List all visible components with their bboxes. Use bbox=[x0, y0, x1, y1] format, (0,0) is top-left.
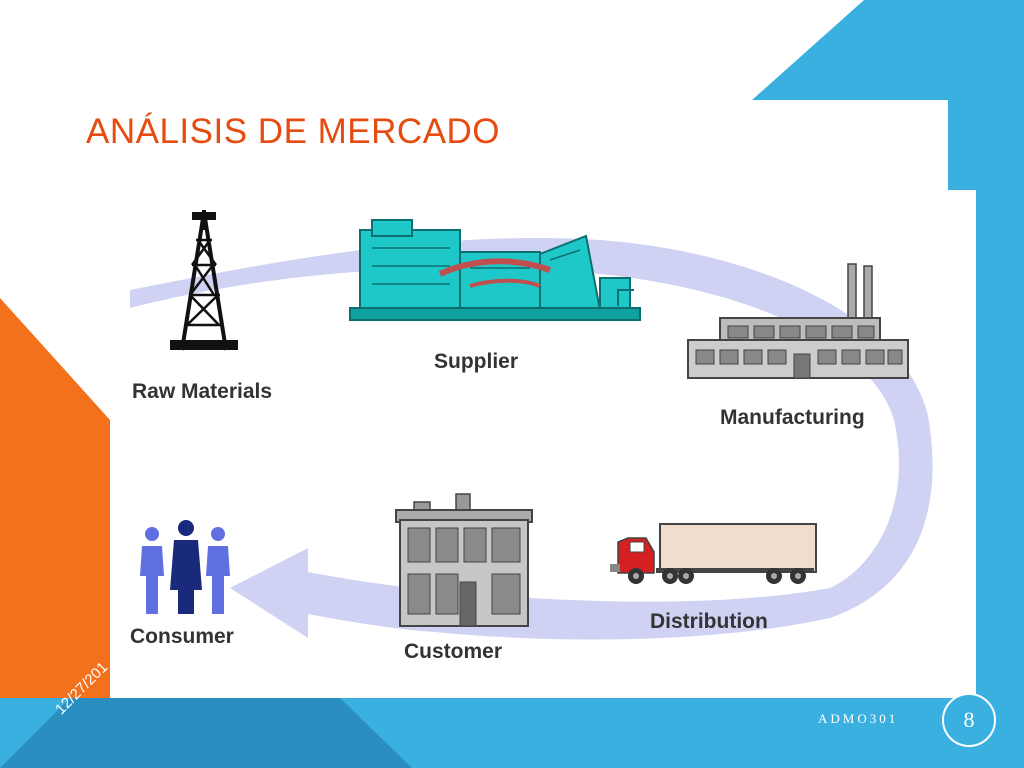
supplier-plant-icon bbox=[349, 219, 641, 321]
left-orange-shape bbox=[0, 298, 110, 700]
truck-icon bbox=[610, 523, 817, 584]
white-top-panel bbox=[0, 0, 752, 190]
stage-label-distribution: Distribution bbox=[650, 610, 768, 633]
supply-chain-svg: Raw Materials Supplier Manufacturing Dis… bbox=[130, 210, 933, 663]
white-top-panel-right bbox=[752, 100, 948, 190]
stage-label-raw-materials: Raw Materials bbox=[132, 380, 272, 403]
supply-chain-diagram: Raw Materials Supplier Manufacturing Dis… bbox=[110, 190, 976, 698]
stage-label-supplier: Supplier bbox=[434, 350, 518, 373]
people-icon bbox=[140, 520, 230, 614]
bottom-left-dark-shape bbox=[0, 698, 412, 768]
store-building-icon bbox=[395, 493, 533, 627]
page-number: 8 bbox=[942, 693, 996, 747]
oil-derrick-icon bbox=[170, 210, 238, 351]
stage-label-customer: Customer bbox=[404, 640, 502, 663]
factory-icon bbox=[687, 263, 909, 379]
stage-label-consumer: Consumer bbox=[130, 625, 234, 648]
slide-footer: ADMO301 bbox=[818, 711, 899, 726]
stage-label-manufacturing: Manufacturing bbox=[720, 406, 865, 429]
cycle-arrow bbox=[130, 238, 933, 640]
slide-title: ANÁLISIS DE MERCADO bbox=[86, 112, 501, 151]
